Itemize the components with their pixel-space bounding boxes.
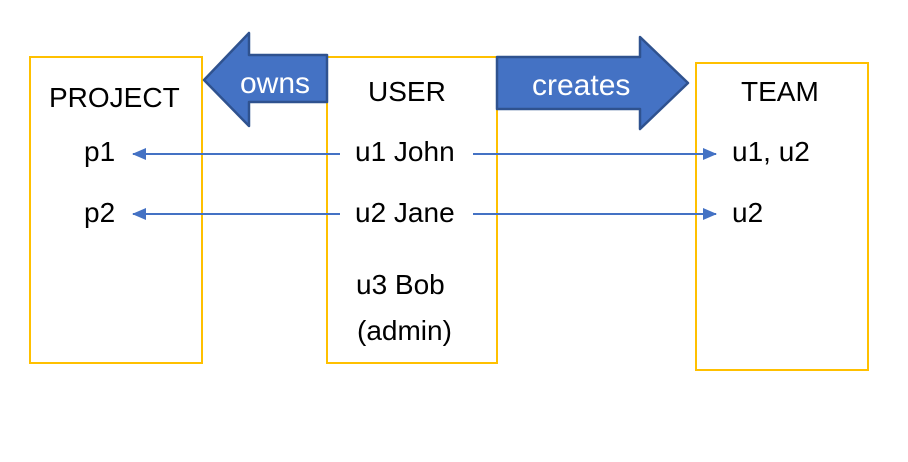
project-box-title: PROJECT <box>49 82 180 113</box>
project-item-p1: p1 <box>84 136 116 167</box>
user-item-u3: u3 Bob <box>356 269 445 300</box>
project-entity-box: PROJECT p1 p2 <box>29 56 203 364</box>
team-item-u1-u2: u1, u2 <box>732 136 810 167</box>
owns-block-arrow <box>202 31 329 128</box>
team-entity-box: TEAM u1, u2 u2 <box>695 62 869 371</box>
user-entity-box: USER u1 John u2 Jane u3 Bob (admin) <box>326 56 498 364</box>
user-item-u1: u1 John <box>355 136 455 167</box>
team-item-u2: u2 <box>732 197 764 228</box>
project-item-p2: p2 <box>84 197 116 228</box>
creates-arrow-label: creates <box>532 69 631 102</box>
user-item-u3-admin-note: (admin) <box>357 315 452 346</box>
creates-block-arrow <box>495 35 690 131</box>
user-item-u2: u2 Jane <box>355 197 455 228</box>
user-box-title: USER <box>368 76 446 107</box>
owns-arrow-label: owns <box>240 67 311 100</box>
team-box-title: TEAM <box>741 76 819 107</box>
